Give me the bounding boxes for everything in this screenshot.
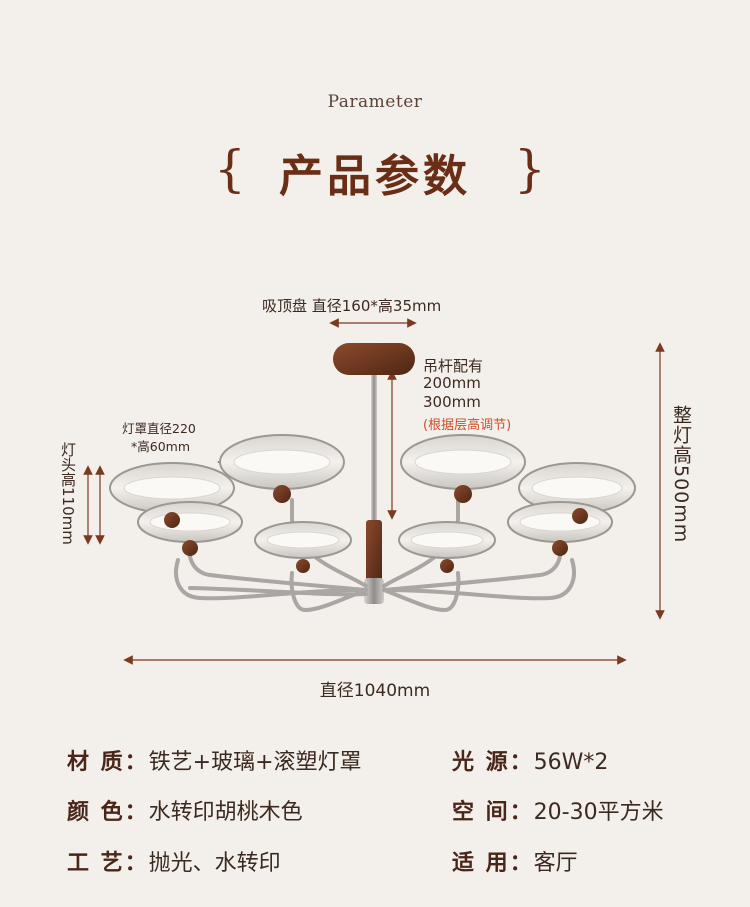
spec-light-source: 光 源：56W*2 bbox=[452, 744, 608, 776]
spec-color: 颜 色：水转印胡桃木色 bbox=[67, 794, 303, 826]
spec-value: 20-30平方米 bbox=[533, 800, 664, 825]
spec-label: 空 间： bbox=[452, 800, 534, 825]
spec-value: 水转印胡桃木色 bbox=[148, 800, 303, 825]
total-height-label: 整灯高500mm bbox=[670, 405, 692, 544]
hanging-rod bbox=[371, 375, 377, 520]
shade-dimension-label-2: *高60mm bbox=[131, 439, 191, 454]
left-brace: { bbox=[214, 140, 246, 198]
shade-dimension-label-1: 灯罩直径220 bbox=[122, 421, 196, 436]
rod-note: (根据层高调节) bbox=[423, 418, 512, 433]
spec-value: 56W*2 bbox=[533, 750, 609, 775]
right-brace: } bbox=[514, 140, 546, 198]
shade-right-inner bbox=[507, 501, 613, 556]
canopy-dimension-label: 吸顶盘 直径160*高35mm bbox=[262, 297, 442, 315]
shade-front-right bbox=[398, 521, 496, 573]
head-height-label: 灯头高110mm bbox=[59, 442, 77, 545]
center-walnut-body bbox=[366, 520, 382, 582]
spec-value: 抛光、水转印 bbox=[148, 851, 281, 876]
shade-back-left bbox=[219, 434, 345, 503]
spec-value: 客厅 bbox=[533, 851, 578, 876]
shade-front-left bbox=[254, 521, 352, 573]
spec-label: 光 源： bbox=[452, 750, 534, 775]
diameter-label: 直径1040mm bbox=[319, 681, 431, 701]
rod-length-2: 300mm bbox=[423, 393, 481, 411]
center-hub bbox=[364, 578, 384, 604]
spec-label: 材 质： bbox=[67, 750, 149, 775]
spec-space: 空 间：20-30平方米 bbox=[452, 794, 664, 826]
rod-title: 吊杆配有 bbox=[423, 357, 484, 375]
section-subtitle: Parameter bbox=[327, 92, 423, 112]
shade-left-inner bbox=[137, 501, 243, 556]
spec-label: 颜 色： bbox=[67, 800, 149, 825]
spec-label: 适 用： bbox=[452, 851, 534, 876]
page-title: 产品参数 bbox=[279, 151, 471, 202]
shade-left-outer bbox=[109, 462, 235, 514]
spec-label: 工 艺： bbox=[67, 851, 149, 876]
rod-length-1: 200mm bbox=[423, 374, 481, 392]
spec-value: 铁艺+玻璃+滚塑灯罩 bbox=[148, 750, 362, 775]
spec-material: 材 质：铁艺+玻璃+滚塑灯罩 bbox=[67, 744, 362, 776]
spec-craft: 工 艺：抛光、水转印 bbox=[67, 845, 281, 877]
chandelier-illustration bbox=[83, 318, 665, 665]
shade-right-outer bbox=[518, 462, 636, 514]
canopy-walnut bbox=[333, 343, 415, 375]
shade-back-right bbox=[400, 434, 526, 503]
spec-usage: 适 用：客厅 bbox=[452, 845, 578, 877]
